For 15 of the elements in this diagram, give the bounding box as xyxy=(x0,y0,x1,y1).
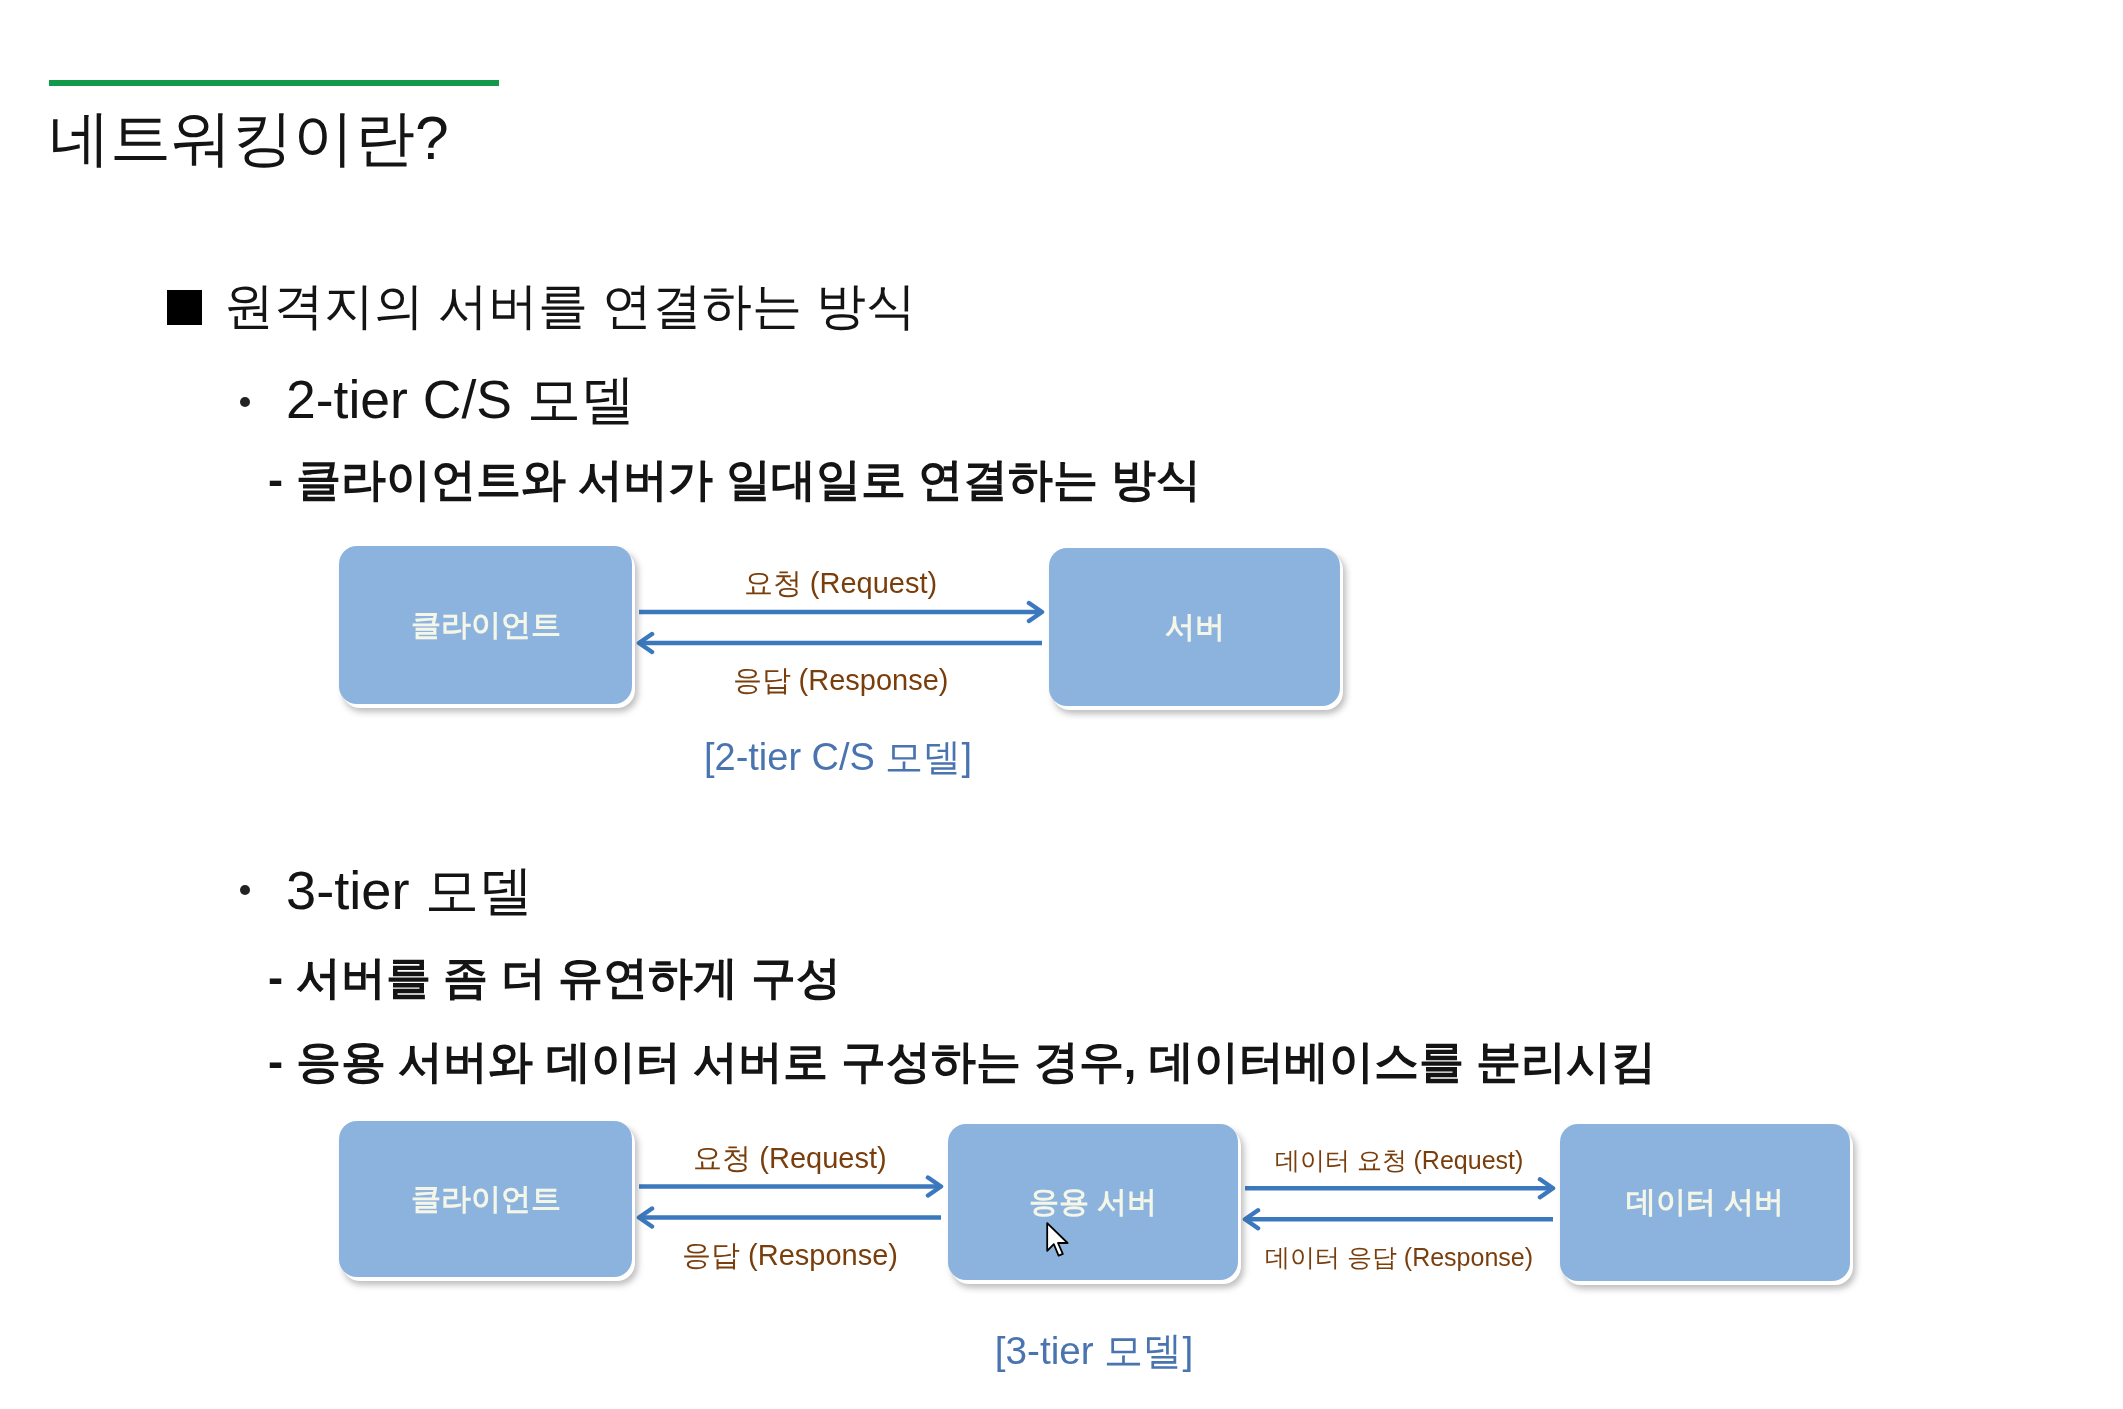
sub-item: - 서버를 좀 더 유연하게 구성 xyxy=(268,951,842,1005)
arrow xyxy=(639,1175,944,1198)
figure-caption: [2-tier C/S 모델] xyxy=(704,736,972,780)
arrow xyxy=(636,631,1042,655)
arrow xyxy=(636,1206,941,1229)
bullet-item: 2-tier C/S 모델 xyxy=(286,369,635,431)
sub-item: - 클라이언트와 서버가 일대일로 연결하는 방식 xyxy=(268,454,1201,506)
slide-title: 네트워킹이란? xyxy=(49,104,449,174)
bullet-heading: 원격지의 서버를 연결하는 방식 xyxy=(224,278,916,336)
arrow xyxy=(1245,1177,1556,1200)
figure-caption: [3-tier 모델] xyxy=(994,1328,1194,1374)
sub-item: - 응용 서버와 데이터 서버로 구성하는 경우, 데이터베이스를 분리시킴 xyxy=(268,1035,1657,1089)
arrow xyxy=(1242,1208,1553,1231)
arrow xyxy=(639,600,1045,624)
bullet-item: 3-tier 모델 xyxy=(286,858,533,922)
